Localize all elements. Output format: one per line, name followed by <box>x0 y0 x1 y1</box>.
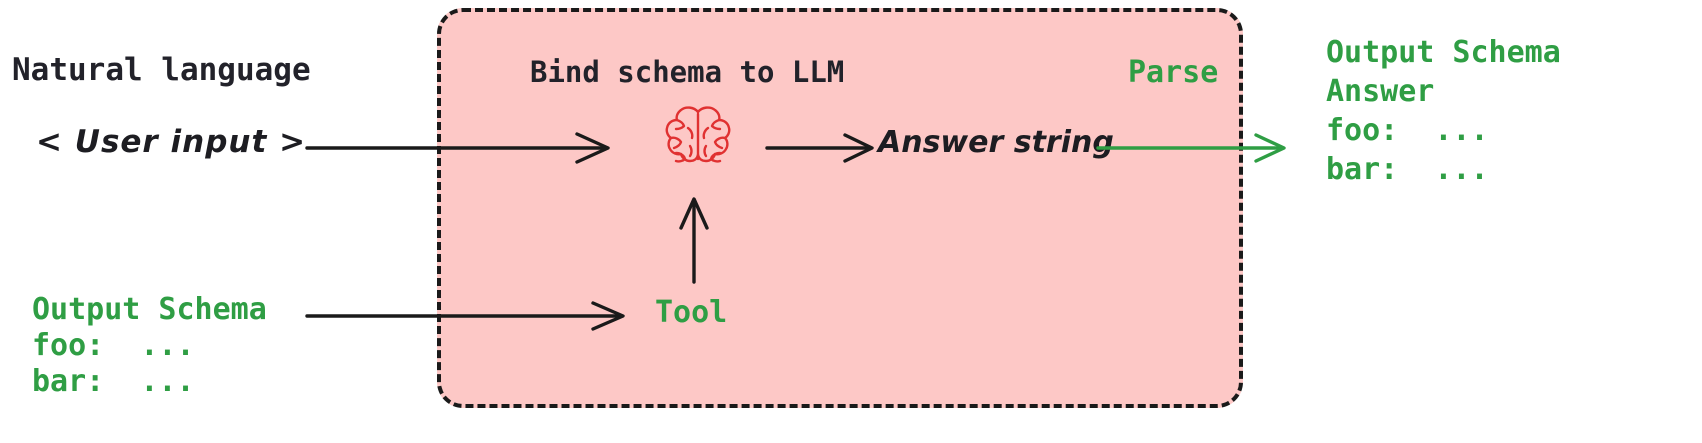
input-output-schema-block: Output Schema foo: ... bar: ... <box>32 292 267 400</box>
bind-schema-to-llm-label: Bind schema to LLM <box>530 55 845 89</box>
output-schema-line-foo: foo: ... <box>1326 113 1489 148</box>
input-schema-title: Output Schema <box>32 292 267 327</box>
output-schema-title: Output Schema <box>1326 35 1561 70</box>
brain-icon <box>650 104 746 180</box>
output-schema-line-answer: Answer <box>1326 74 1435 109</box>
llm-panel <box>437 8 1243 408</box>
input-schema-field-bar: bar: ... <box>32 364 195 399</box>
output-schema-block: Output Schema Answer foo: ... bar: ... <box>1326 33 1561 189</box>
arrow-schema-to-tool <box>305 301 625 331</box>
output-schema-line-bar: bar: ... <box>1326 152 1489 187</box>
arrow-llm-to-answer <box>765 133 874 163</box>
answer-string-text: Answer string <box>878 125 1114 160</box>
input-schema-field-foo: foo: ... <box>32 328 195 363</box>
tool-label: Tool <box>655 295 728 330</box>
arrow-answer-to-output <box>1096 133 1286 163</box>
user-input-text: < User input > <box>36 124 307 160</box>
arrow-tool-to-llm <box>679 197 709 284</box>
parse-label: Parse <box>1128 55 1219 90</box>
natural-language-label: Natural language <box>12 52 311 88</box>
arrow-input-to-llm <box>305 132 610 164</box>
